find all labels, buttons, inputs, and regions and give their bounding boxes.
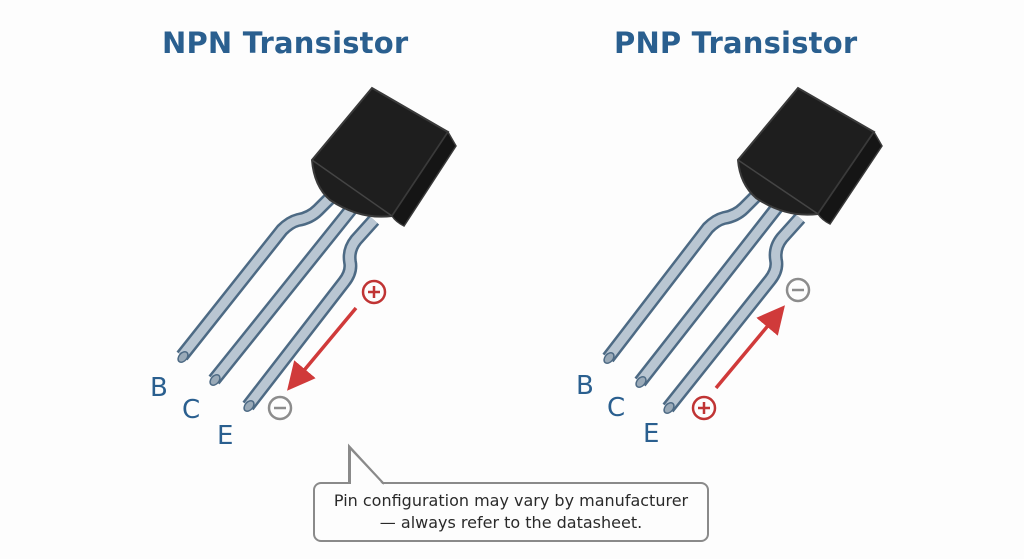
pnp-transistor: B C E <box>576 86 883 449</box>
callout-pointer <box>348 443 385 485</box>
npn-lead-emitter <box>242 215 380 413</box>
pnp-pin-labels: B C E <box>576 371 659 449</box>
npn-leads <box>176 193 380 413</box>
npn-lead-collector <box>208 203 358 387</box>
npn-lead-base <box>176 193 335 364</box>
callout-line-2: — always refer to the datasheet. <box>379 513 643 532</box>
npn-plus-icon <box>361 279 387 305</box>
npn-title: NPN Transistor <box>162 26 409 60</box>
pnp-body <box>736 86 883 225</box>
callout-line-1: Pin configuration may vary by manufactur… <box>333 491 689 510</box>
callout-note: Pin configuration may vary by manufactur… <box>313 482 709 542</box>
npn-pin-label-collector: C <box>182 395 200 425</box>
pnp-title: PNP Transistor <box>614 26 858 60</box>
pnp-pin-label-base: B <box>576 371 594 401</box>
pnp-pin-label-emitter: E <box>643 419 659 449</box>
pnp-minus-icon <box>785 277 811 303</box>
pnp-current-arrow <box>714 305 785 390</box>
pnp-pin-label-collector: C <box>607 393 625 423</box>
npn-body <box>310 86 457 227</box>
pnp-leads <box>602 191 806 415</box>
pnp-plus-icon <box>691 395 717 421</box>
pnp-lead-collector <box>634 201 784 389</box>
npn-pin-label-emitter: E <box>217 421 233 451</box>
npn-current-arrow <box>287 306 358 391</box>
npn-pin-labels: B C E <box>150 373 233 451</box>
pnp-lead-base <box>602 191 761 365</box>
npn-minus-icon <box>267 395 293 421</box>
npn-transistor: B C E <box>150 86 457 451</box>
npn-pin-label-base: B <box>150 373 168 403</box>
pnp-lead-emitter <box>662 213 806 415</box>
